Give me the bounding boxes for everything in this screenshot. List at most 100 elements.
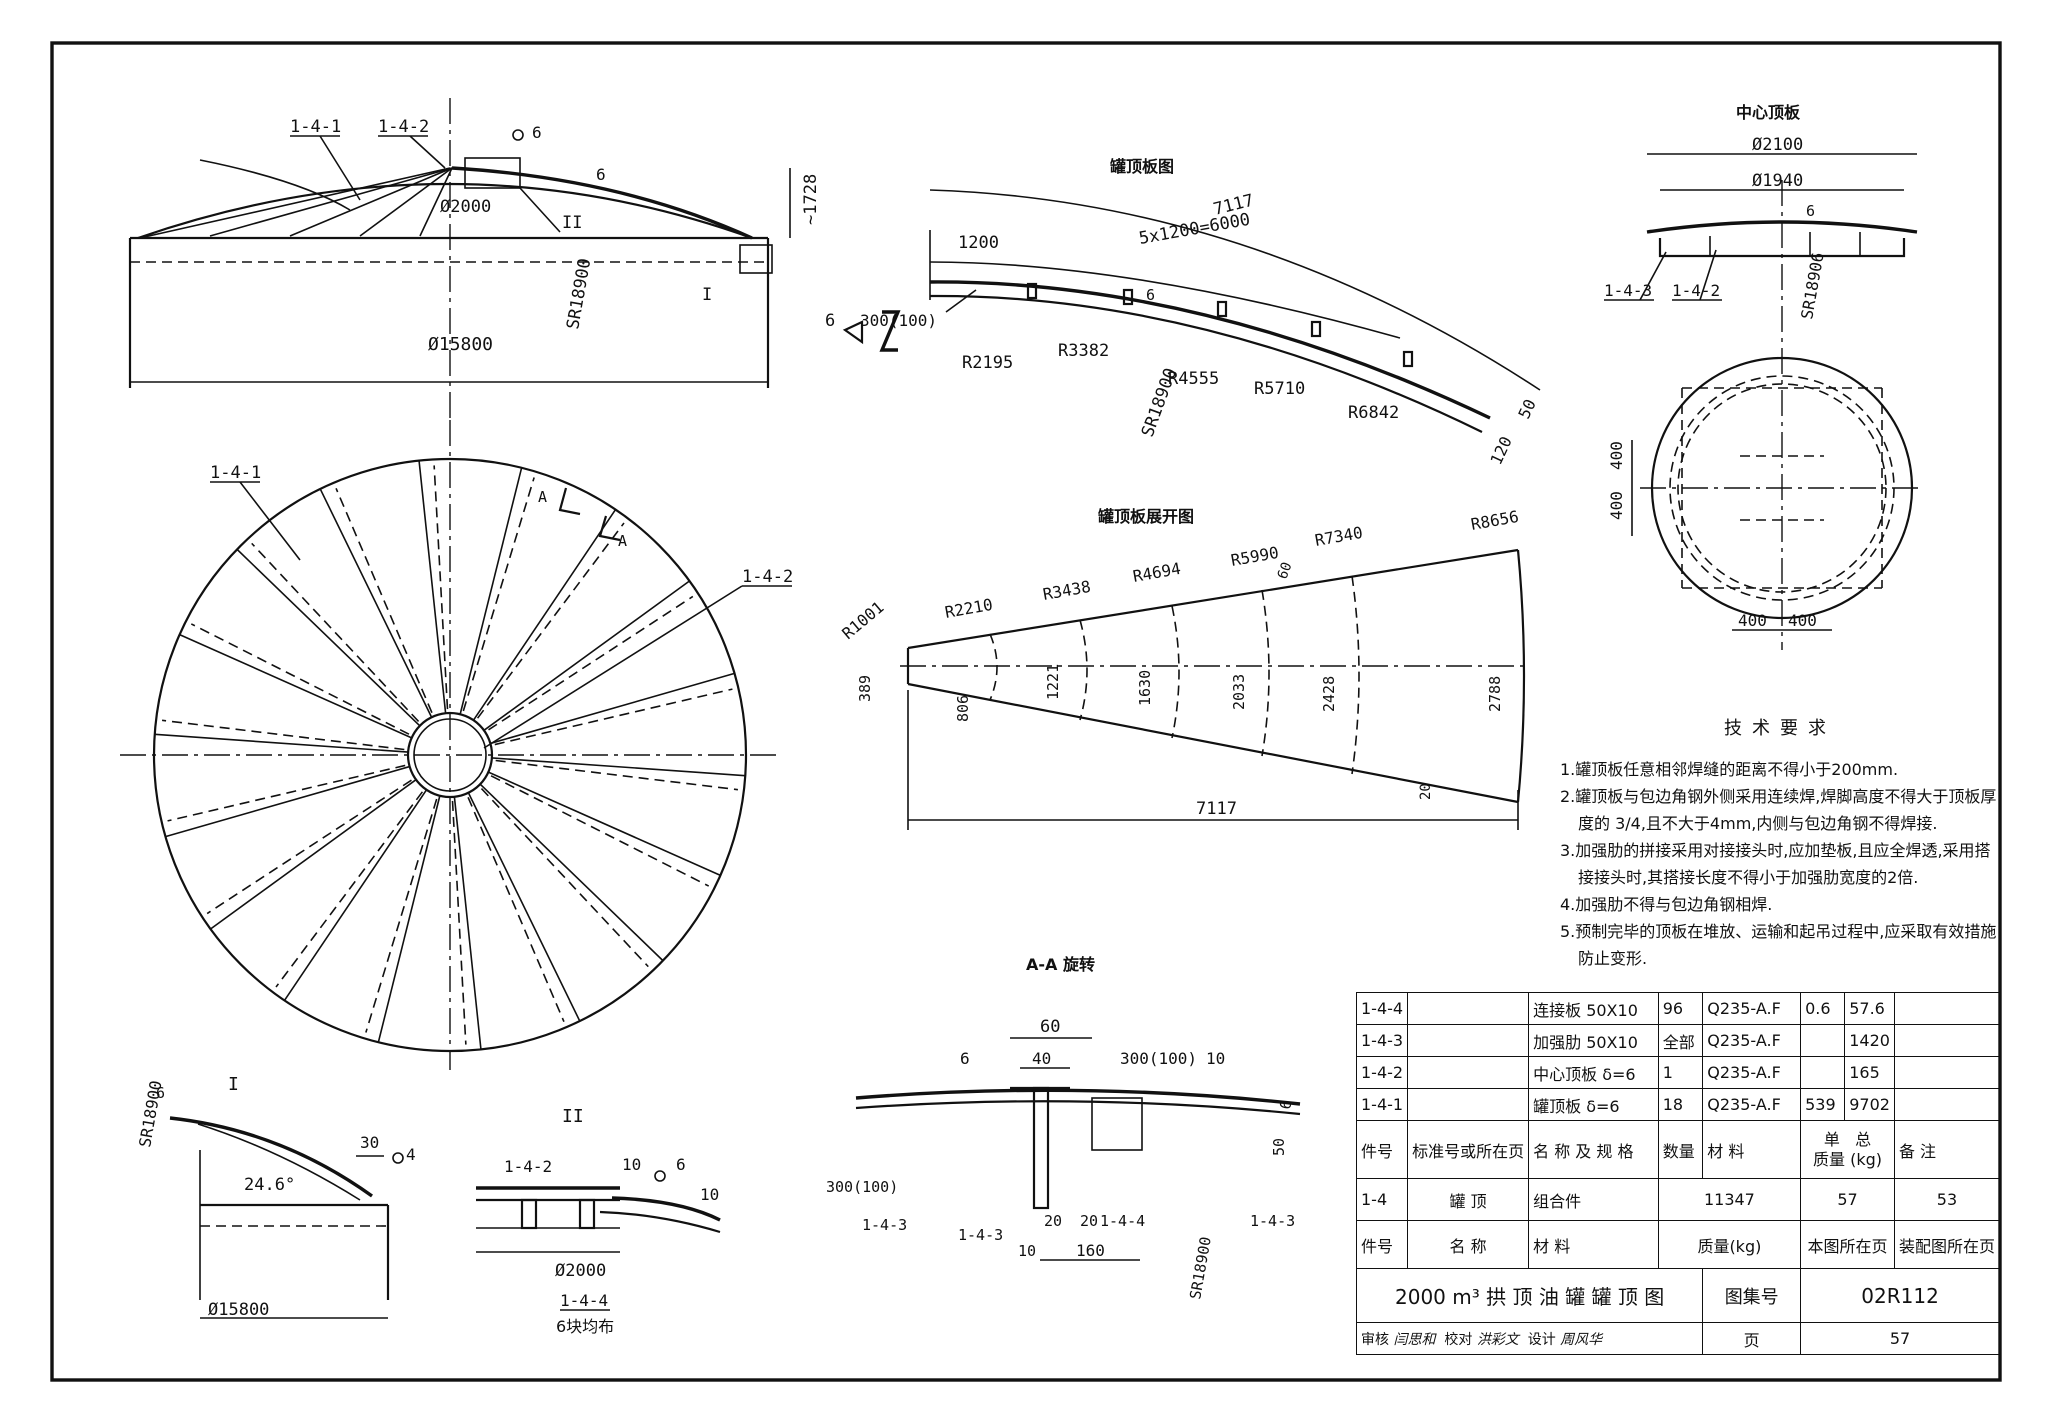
bom-cell-qty: 1 [1657,1056,1704,1089]
plate-rib [1122,288,1134,306]
bom-cell-mat: Q235-A.F [1702,992,1802,1025]
bom-cell-total: 57.6 [1844,992,1895,1025]
design-label: 设计 [1527,1331,1556,1348]
dev-rib-arc [989,633,998,701]
plate-seam-line [418,460,447,714]
bom-cell-name: 连接板 50X10 [1528,992,1659,1025]
bom-cell-std [1407,1024,1530,1057]
center-d-inner: Ø1940 [1752,171,1803,191]
plate-rib [1216,300,1228,318]
detail-I-label: I [228,1074,239,1095]
rib-line [251,542,420,722]
rib-line [490,775,710,887]
designer: 周风华 [1560,1331,1603,1348]
bom-cell-unit: 0.6 [1800,992,1846,1025]
dev-rib-arc [1351,575,1360,775]
detail-II-weld10b: 10 [700,1185,719,1204]
asm-name: 罐 顶 [1407,1178,1530,1221]
section-lap: 300(100) [1120,1049,1197,1068]
center-d400-b: 400 [1607,491,1626,520]
bom-cell-note [1893,1088,2001,1121]
dev-r0: R1001 [838,598,887,644]
bom-cell-name: 加强肋 50X10 [1528,1024,1659,1057]
plate-view: 罐顶板图 7117 5x1200=6000 1200 6 300(100) R2… [825,157,1541,468]
bom-h-std: 标准号或所在页 [1407,1120,1530,1179]
asm-mat: 组合件 [1528,1178,1659,1221]
plate-seam-line [236,548,421,727]
detail-I-d30: 30 [360,1133,379,1152]
atlas-number: 02R112 [1800,1268,2000,1323]
signature-row: 审核 闫思和 校对 洪彩文 设计 周风华 页 57 [1355,1322,2000,1355]
elev-height: ~1728 [801,174,821,225]
bom-h-mat: 材 料 [1702,1120,1802,1179]
dev-r3: R4694 [1131,559,1182,586]
plate-r2: R3382 [1058,341,1109,361]
section-lap2: 300(100) [826,1178,898,1196]
dev-rib-arc [1171,605,1180,739]
bom-cell-std [1407,1088,1530,1121]
plate-thk: 6 [1146,286,1155,304]
plate-seam-line [488,771,721,877]
rib-line [365,798,438,1033]
rib-line [190,623,410,735]
bom-cell-total: 165 [1844,1056,1895,1089]
note-item: 4.加强肋不得与包边角钢相焊. [1560,895,1773,914]
plan-section-A2: A [618,532,627,550]
plate-r5: R6842 [1348,403,1399,423]
section-sr: SR18900 [1186,1235,1215,1300]
elev-callout-II: II [562,213,582,233]
detail-I-angle: 24.6° [244,1175,295,1195]
plate-seam-line [377,795,441,1043]
plate-lap: 300(100) [860,311,937,330]
rib-line [206,779,412,915]
dev-title: 罐顶板展开图 [1097,507,1194,526]
section-AA-title: A-A 旋转 [1026,955,1095,974]
section-w6: 6 [960,1049,970,1068]
plan-view: 1-4-1 1-4-2 A A [120,420,793,1070]
page-number: 57 [1800,1322,2000,1355]
section-d10: 10 [1018,1242,1036,1260]
technical-notes: 技术要求 1.罐顶板任意相邻焊缝的距离不得小于200mm. 2.罐顶板与包边角钢… [1560,715,2000,972]
note-item: 5.预制完毕的顶板在堆放、运输和起吊过程中,应采取有效措施防止变形. [1560,922,1997,968]
bom-cell-total: 9702 [1844,1088,1895,1121]
plan-callout-141: 1-4-1 [210,463,261,483]
elev-weld-6: 6 [532,123,542,142]
bom-cell-unit: 539 [1800,1088,1846,1121]
section-w50: 50 [1270,1138,1288,1156]
h2-name: 名 称 [1407,1220,1530,1269]
elev-callout-142: 1-4-2 [378,117,429,137]
dev-rib-arc [1261,589,1270,757]
elev-dia-2000: Ø2000 [440,197,491,217]
plate-r1: R2195 [962,353,1013,373]
bom-cell-note [1893,992,2001,1025]
section-d20a: 20 [1044,1212,1062,1230]
plate-r4: R5710 [1254,379,1305,399]
center-callout-142: 1-4-2 [1672,281,1720,300]
plate-seam-line [490,672,735,745]
drawing-title: 2000 m³ 拱 顶 油 罐 罐 顶 图 [1355,1268,1704,1323]
center-d-outer: Ø2100 [1752,135,1803,155]
check-label: 校对 [1444,1331,1473,1348]
plate-sr: SR18900 [1138,366,1181,440]
plate-seam-line [179,633,412,739]
center-sr: SR18906 [1797,251,1827,321]
bom-cell-name: 罐顶板 δ=6 [1528,1088,1659,1121]
section-callout-144: 1-4-4 [1100,1212,1145,1230]
title-row: 2000 m³ 拱 顶 油 罐 罐 顶 图 图集号 02R112 [1355,1268,2000,1323]
section-d20b: 20 [1080,1212,1098,1230]
section-callout-143c: 1-4-3 [1250,1212,1295,1230]
bom-h-qty: 数量 [1657,1120,1704,1179]
plan-section-A1: A [538,488,547,506]
dev-r1: R2210 [943,595,994,622]
dev-w4: 2033 [1230,674,1248,710]
detail-II: II 1-4-2 Ø2000 1-4-4 6块均布 10 6 10 [476,1106,721,1336]
plate-view-title: 罐顶板图 [1109,157,1174,176]
center-d400-d: 400 [1788,611,1817,630]
asm-mass: 11347 [1657,1178,1802,1221]
plate-seam-line [210,779,417,930]
plate-rib [1310,320,1322,338]
